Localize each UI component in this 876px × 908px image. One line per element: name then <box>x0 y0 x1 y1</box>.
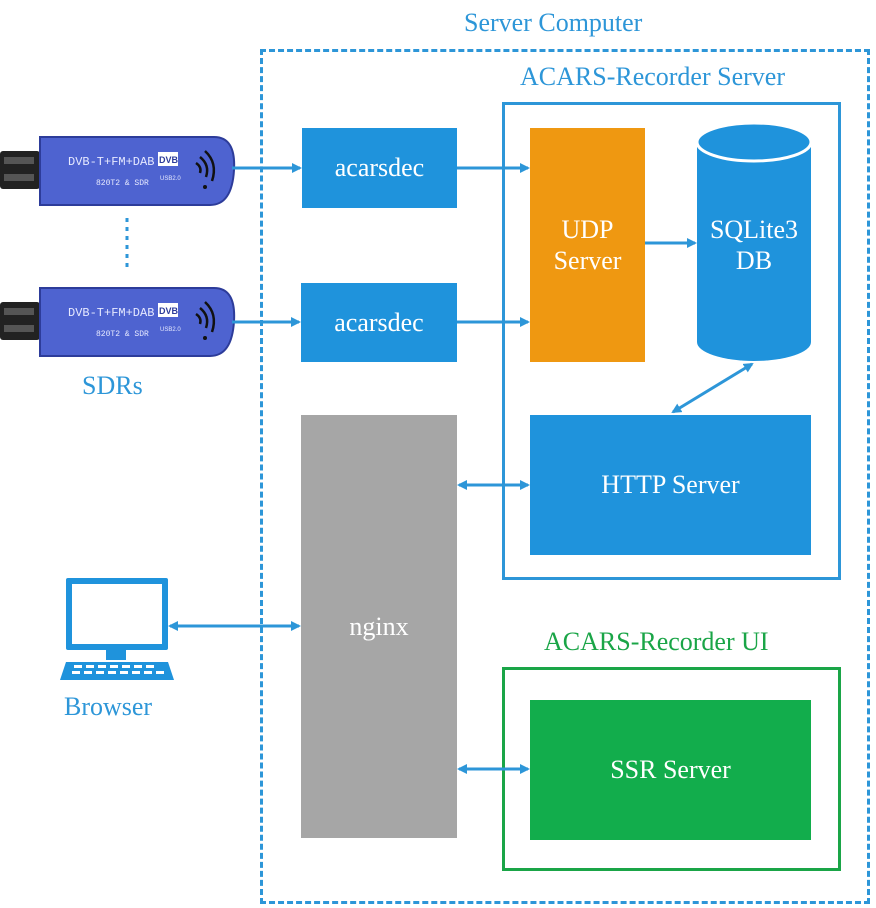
udp-server-label-line1: UDP <box>561 214 614 244</box>
sdr-2-brand: DVB-T+FM+DAB <box>68 306 154 320</box>
udp-server-label-line2: Server <box>553 246 622 275</box>
udp-server-label: UDP Server <box>554 214 622 276</box>
recorder-server-frame <box>502 102 841 580</box>
udp-server-box: UDP Server <box>530 128 645 362</box>
wireless-icon <box>195 301 216 333</box>
http-server-label: HTTP Server <box>601 470 740 500</box>
sdr-2-logo: DVB <box>159 306 179 316</box>
recorder-server-title: ACARS-Recorder Server <box>520 62 785 91</box>
ssr-server-label: SSR Server <box>610 755 731 785</box>
recorder-ui-title: ACARS-Recorder UI <box>544 627 769 656</box>
sdr-1-logo: DVB <box>159 155 179 165</box>
wireless-icon <box>195 150 216 182</box>
sqlite-db-label: SQLite3 DB <box>697 200 811 290</box>
nginx-box: nginx <box>301 415 457 838</box>
computer-icon <box>60 578 174 680</box>
sdr-1-usb: USB2.0 <box>160 176 181 182</box>
sdrs-label: SDRs <box>82 371 143 400</box>
nginx-label: nginx <box>349 611 409 641</box>
sdr-1-model: 820T2 & SDR <box>96 179 149 188</box>
sdr-1-brand: DVB-T+FM+DAB <box>68 155 154 169</box>
server-computer-title: Server Computer <box>464 8 643 37</box>
sdr-2-usb: USB2.0 <box>160 327 181 333</box>
sdr-dongle-1: DVB-T+FM+DAB 820T2 & SDR DVB USB2.0 <box>0 136 236 206</box>
ssr-server-box: SSR Server <box>530 700 811 840</box>
sqlite-db-label-line2: DB <box>735 246 773 275</box>
acarsdec-box-1: acarsdec <box>302 128 457 208</box>
sdr-dongle-2: DVB-T+FM+DAB 820T2 & SDR DVB USB2.0 <box>0 287 236 357</box>
browser-label: Browser <box>64 692 153 721</box>
acarsdec-label-1: acarsdec <box>334 153 425 183</box>
acarsdec-label-2: acarsdec <box>334 307 424 337</box>
server-computer-frame <box>260 49 870 904</box>
sqlite-db-label-line1: SQLite3 <box>709 214 799 244</box>
http-server-box: HTTP Server <box>530 415 811 555</box>
acarsdec-box-2: acarsdec <box>301 283 457 362</box>
sdr-2-model: 820T2 & SDR <box>96 330 149 339</box>
